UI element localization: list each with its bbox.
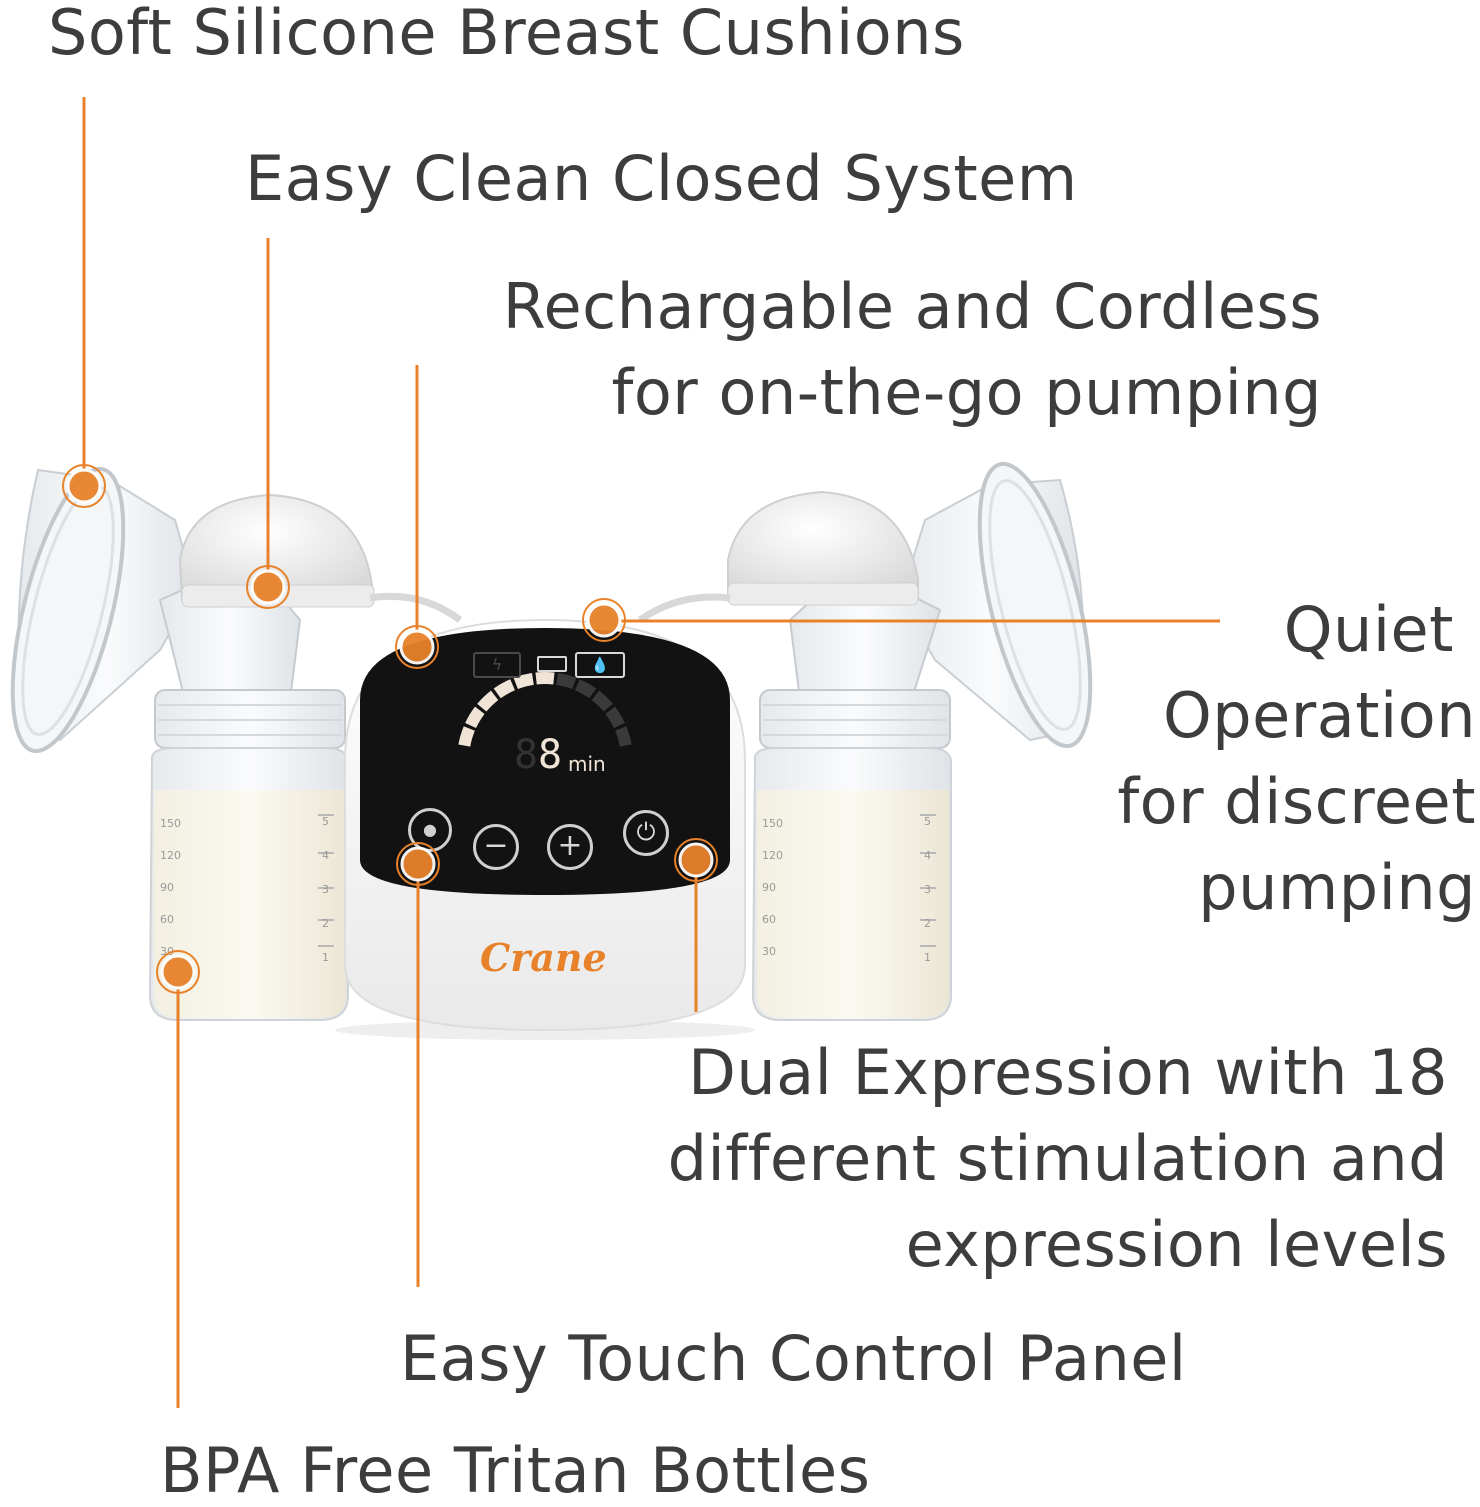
- label-rechargeable: Rechargable and Cordless for on-the-go p…: [503, 264, 1322, 436]
- label-rechargeable-line2: for on-the-go pumping: [503, 350, 1322, 436]
- label-quiet-line1: Quiet: [1117, 587, 1476, 673]
- label-dual-line2: different stimulation and: [668, 1116, 1448, 1202]
- label-quiet-line2: Operation: [1117, 673, 1476, 759]
- label-dual-line3: expression levels: [668, 1202, 1448, 1288]
- label-quiet: Quiet Operation for discreet pumping: [1117, 587, 1476, 931]
- label-bpa-free: BPA Free Tritan Bottles: [160, 1440, 870, 1502]
- label-quiet-line4: pumping: [1117, 845, 1476, 931]
- label-soft-cushions: Soft Silicone Breast Cushions: [48, 2, 965, 64]
- label-rechargeable-line1: Rechargable and Cordless: [503, 264, 1322, 350]
- label-easy-clean: Easy Clean Closed System: [245, 148, 1078, 210]
- callout-markers: [63, 465, 717, 993]
- label-touch-panel: Easy Touch Control Panel: [400, 1328, 1187, 1390]
- label-dual-line1: Dual Expression with 18: [668, 1030, 1448, 1116]
- label-dual-expression: Dual Expression with 18 different stimul…: [668, 1030, 1448, 1288]
- label-quiet-line3: for discreet: [1117, 759, 1476, 845]
